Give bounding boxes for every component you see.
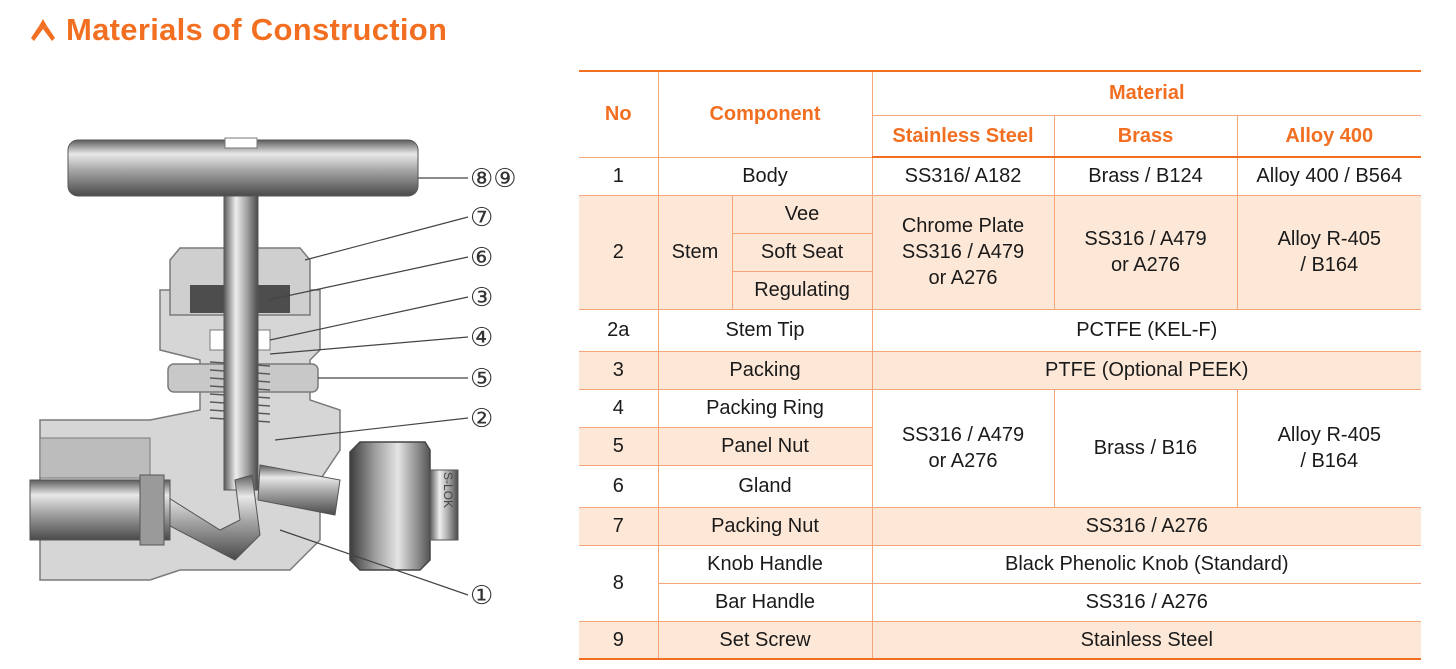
valve-diagram: S-LOK ⑧⑨ ⑦ ⑥ ③ ④ ⑤ ② ① — [29, 137, 517, 611]
cell-line: / B164 — [1300, 450, 1359, 472]
cell-brass: Brass / B16 — [1053, 388, 1238, 508]
cell-stainless: Chrome Plate SS316 / A479 or A276 — [871, 194, 1055, 310]
cell-subcomponent: Soft Seat — [732, 232, 872, 272]
cell-line: Alloy R-405 — [1277, 424, 1381, 446]
cell-line: Chrome Plate — [901, 215, 1025, 237]
section-title: Materials of Construction — [30, 10, 447, 50]
table-row: 1 Body SS316/ A182 Brass / B124 Alloy 40… — [579, 156, 1422, 196]
cell-component: Gland — [657, 464, 872, 508]
cell-stainless: SS316/ A182 — [871, 156, 1055, 196]
cell-line: SS316 / A479 — [1084, 228, 1207, 250]
header-alloy-400: Alloy 400 — [1236, 114, 1422, 158]
cell-material: Black Phenolic Knob (Standard) — [871, 544, 1422, 584]
table-row: Regulating — [579, 270, 1421, 310]
callout-8-9: ⑧⑨ — [470, 164, 517, 194]
cell-brass: SS316 / A479 or A276 — [1053, 194, 1238, 310]
cell-material: PTFE (Optional PEEK) — [871, 350, 1422, 390]
callout-4: ④ — [470, 323, 493, 353]
callout-5: ⑤ — [470, 364, 493, 394]
cell-line: / B164 — [1300, 254, 1359, 276]
cell-alloy: Alloy R-405 / B164 — [1236, 388, 1422, 508]
cell-no: 2 — [579, 194, 659, 310]
table-row: 9 Set Screw Stainless Steel — [579, 620, 1422, 660]
header-component: Component — [657, 70, 873, 158]
cell-component: Stem Tip — [657, 308, 873, 352]
cell-no: 3 — [579, 350, 659, 390]
cell-component: Bar Handle — [658, 582, 873, 622]
callout-1: ① — [470, 581, 493, 611]
table-row: 6 Gland — [579, 464, 1421, 508]
lok-marking: S-LOK — [441, 472, 455, 508]
cell-stainless: SS316 / A479 or A276 — [871, 388, 1055, 508]
callout-6: ⑥ — [470, 243, 493, 273]
cell-alloy: Alloy 400 / B564 — [1236, 156, 1422, 196]
cell-component: Stem — [657, 194, 733, 310]
table-row: 3 Packing PTFE (Optional PEEK) — [579, 350, 1422, 390]
table-row: 2a Stem Tip PCTFE (KEL-F) — [579, 308, 1422, 352]
cell-material: SS316 / A276 — [871, 582, 1422, 622]
cell-component: Knob Handle — [657, 544, 873, 584]
cell-no: 8 — [579, 544, 659, 622]
cell-subcomponent: Regulating — [732, 270, 872, 310]
callout-2: ② — [470, 404, 493, 434]
header-brass: Brass — [1053, 114, 1238, 158]
table-row: 8 Knob Handle Black Phenolic Knob (Stand… — [579, 544, 1422, 622]
cell-no: 1 — [579, 156, 659, 196]
cell-subcomponent: Vee — [731, 194, 873, 234]
page-title: Materials of Construction — [66, 12, 448, 47]
cell-no: 9 — [579, 620, 659, 660]
cell-component: Set Screw — [657, 620, 873, 660]
table-row: 4 Packing Ring SS316 / A479 or A276 Bras… — [579, 388, 1422, 508]
table-row: 5 Panel Nut — [579, 426, 1421, 466]
header-no: No — [579, 70, 659, 158]
cell-line: SS316 / A479 — [901, 241, 1025, 263]
tripod-icon — [31, 19, 55, 41]
cell-material: SS316 / A276 — [871, 506, 1422, 546]
cell-material: Stainless Steel — [871, 620, 1422, 660]
cell-component: Panel Nut — [657, 426, 872, 466]
materials-table: No Component Material Stainless Steel Br… — [579, 70, 1422, 660]
cell-no: 6 — [579, 464, 659, 508]
cell-component: Body — [657, 156, 873, 196]
cell-line: SS316 / A479 — [901, 424, 1025, 446]
cell-no: 7 — [579, 506, 659, 546]
header-stainless-steel: Stainless Steel — [872, 114, 1055, 158]
cell-alloy: Alloy R-405 / B164 — [1236, 194, 1422, 310]
header-material: Material — [871, 70, 1422, 116]
cell-material: PCTFE (KEL-F) — [871, 308, 1422, 352]
cell-line: or A276 — [1111, 254, 1180, 276]
cell-no: 5 — [579, 426, 659, 466]
cell-no: 2a — [579, 308, 659, 352]
cell-component: Packing Nut — [657, 506, 873, 546]
table-row: Soft Seat — [579, 232, 1421, 272]
cell-component: Packing Ring — [657, 388, 873, 428]
cell-line: or A276 — [928, 267, 998, 289]
table-row: Bar Handle SS316 / A276 — [579, 582, 1422, 622]
callout-7: ⑦ — [470, 203, 493, 233]
cell-no: 4 — [579, 388, 659, 428]
table-row: 7 Packing Nut SS316 / A276 — [579, 506, 1422, 546]
callout-3: ③ — [470, 283, 493, 313]
cell-brass: Brass / B124 — [1053, 156, 1238, 196]
table-row: 2 Stem Vee Chrome Plate SS316 / A479 or … — [579, 194, 1422, 310]
cell-component: Packing — [657, 350, 873, 390]
cell-line: Alloy R-405 — [1277, 228, 1381, 250]
cell-line: or A276 — [928, 450, 998, 472]
